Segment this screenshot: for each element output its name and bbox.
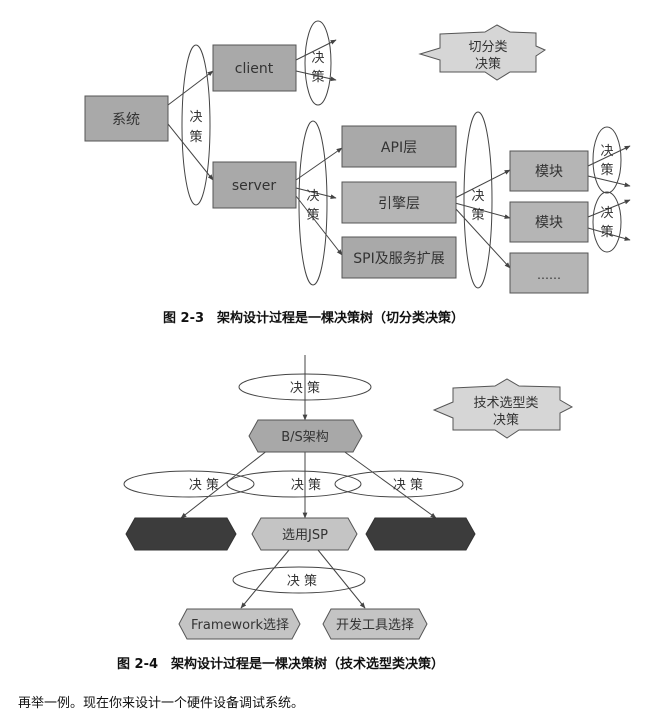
figure-2-4: 决 策 决 策 决 策 决 策 B/S架构 选用JSP 决 策 Framewor… [123, 355, 574, 640]
edge-bs-left [180, 449, 269, 519]
node-dev-tool-select [322, 608, 428, 640]
node-module-more-label: …… [537, 268, 561, 282]
figure-2-3: 系统 client server API层 引擎层 SPI及服务扩展 模块 模块… [84, 20, 631, 294]
decision-char-2: 策 [471, 207, 484, 223]
node-client-label: client [235, 61, 274, 77]
edge-server-spi [295, 195, 343, 256]
edge-module2-out-2 [587, 227, 631, 241]
callout-line-1: 技术选型类 [473, 396, 538, 411]
decision-oval-module-2 [592, 191, 622, 253]
node-module-1-label: 模块 [535, 164, 563, 180]
node-module-2 [509, 201, 589, 243]
decision-oval-module-1 [592, 126, 622, 194]
node-use-jsp [251, 517, 358, 551]
node-use-jsp-label: 选用JSP [282, 528, 328, 543]
decision-oval-jsp [232, 566, 366, 594]
edge-server-engine [295, 187, 337, 200]
decision-oval-right [334, 470, 464, 498]
node-bs-arch-label: B/S架构 [281, 430, 329, 445]
node-system-label: 系统 [112, 112, 140, 128]
decision-label: 决 策 [291, 477, 321, 493]
decision-char-1: 决 [306, 189, 319, 204]
edge-jsp-framework [240, 549, 290, 609]
node-framework-select [178, 608, 301, 640]
edge-jsp-devtool [317, 549, 366, 609]
callout-line-1: 切分类 [468, 40, 507, 55]
category-callout-tech-selection [432, 378, 574, 439]
decision-char-2: 策 [600, 162, 613, 178]
body-paragraph: 再举一例。现在你来设计一个硬件设备调试系统。 [18, 696, 305, 711]
decision-char-1: 决 [471, 189, 484, 204]
decision-oval-center [226, 470, 362, 498]
decision-char-1: 决 [189, 110, 202, 125]
decision-char-1: 决 [600, 144, 613, 159]
edge-system-server [167, 123, 214, 181]
figure-2-3-caption: 图 2-3 架构设计过程是一棵决策树（切分类决策） [163, 311, 465, 326]
node-framework-select-label: Framework选择 [191, 618, 289, 633]
decision-char-2: 策 [311, 69, 324, 85]
node-module-2-label: 模块 [535, 215, 563, 231]
node-engine-layer [341, 181, 457, 224]
node-module-1 [509, 150, 589, 192]
node-spi-layer [341, 236, 457, 279]
edge-module2-out-1 [587, 199, 631, 218]
callout-line-2: 决策 [493, 412, 519, 428]
decision-label: 决 策 [290, 380, 320, 396]
node-server [212, 161, 297, 209]
decision-char-1: 决 [311, 51, 324, 66]
category-callout-partition [418, 24, 547, 81]
node-hidden-right [365, 517, 476, 551]
decision-char-2: 策 [306, 207, 319, 223]
decision-label: 决 策 [393, 477, 423, 493]
callout-line-2: 决策 [475, 56, 501, 72]
node-spi-layer-label: SPI及服务扩展 [353, 251, 444, 267]
figure-2-4-caption: 图 2-4 架构设计过程是一棵决策树（技术选型类决策） [117, 657, 445, 672]
node-dev-tool-select-label: 开发工具选择 [336, 617, 414, 633]
node-module-more [509, 252, 589, 294]
node-hidden-left [125, 517, 237, 551]
decision-label: 决 策 [287, 573, 317, 589]
decision-oval-system [181, 44, 211, 206]
node-api-layer-label: API层 [381, 140, 417, 156]
decision-oval-left [123, 470, 255, 498]
decision-char-2: 策 [600, 224, 613, 240]
node-engine-layer-label: 引擎层 [378, 196, 420, 212]
edge-bs-right [341, 449, 437, 519]
edge-client-out-2 [295, 70, 337, 82]
node-system [84, 95, 169, 142]
node-client [212, 44, 297, 92]
edge-server-api [295, 147, 343, 181]
node-server-label: server [232, 178, 277, 194]
decision-oval-engine [463, 111, 493, 289]
decision-char-2: 策 [189, 129, 202, 145]
decision-oval-client [304, 20, 332, 106]
decision-label: 决 策 [189, 477, 219, 493]
decision-oval-server [298, 120, 328, 286]
decision-char-1: 决 [600, 206, 613, 221]
node-api-layer [341, 125, 457, 168]
edge-module1-out-1 [587, 145, 631, 167]
edge-system-client [167, 70, 214, 106]
node-bs-arch [248, 419, 363, 453]
